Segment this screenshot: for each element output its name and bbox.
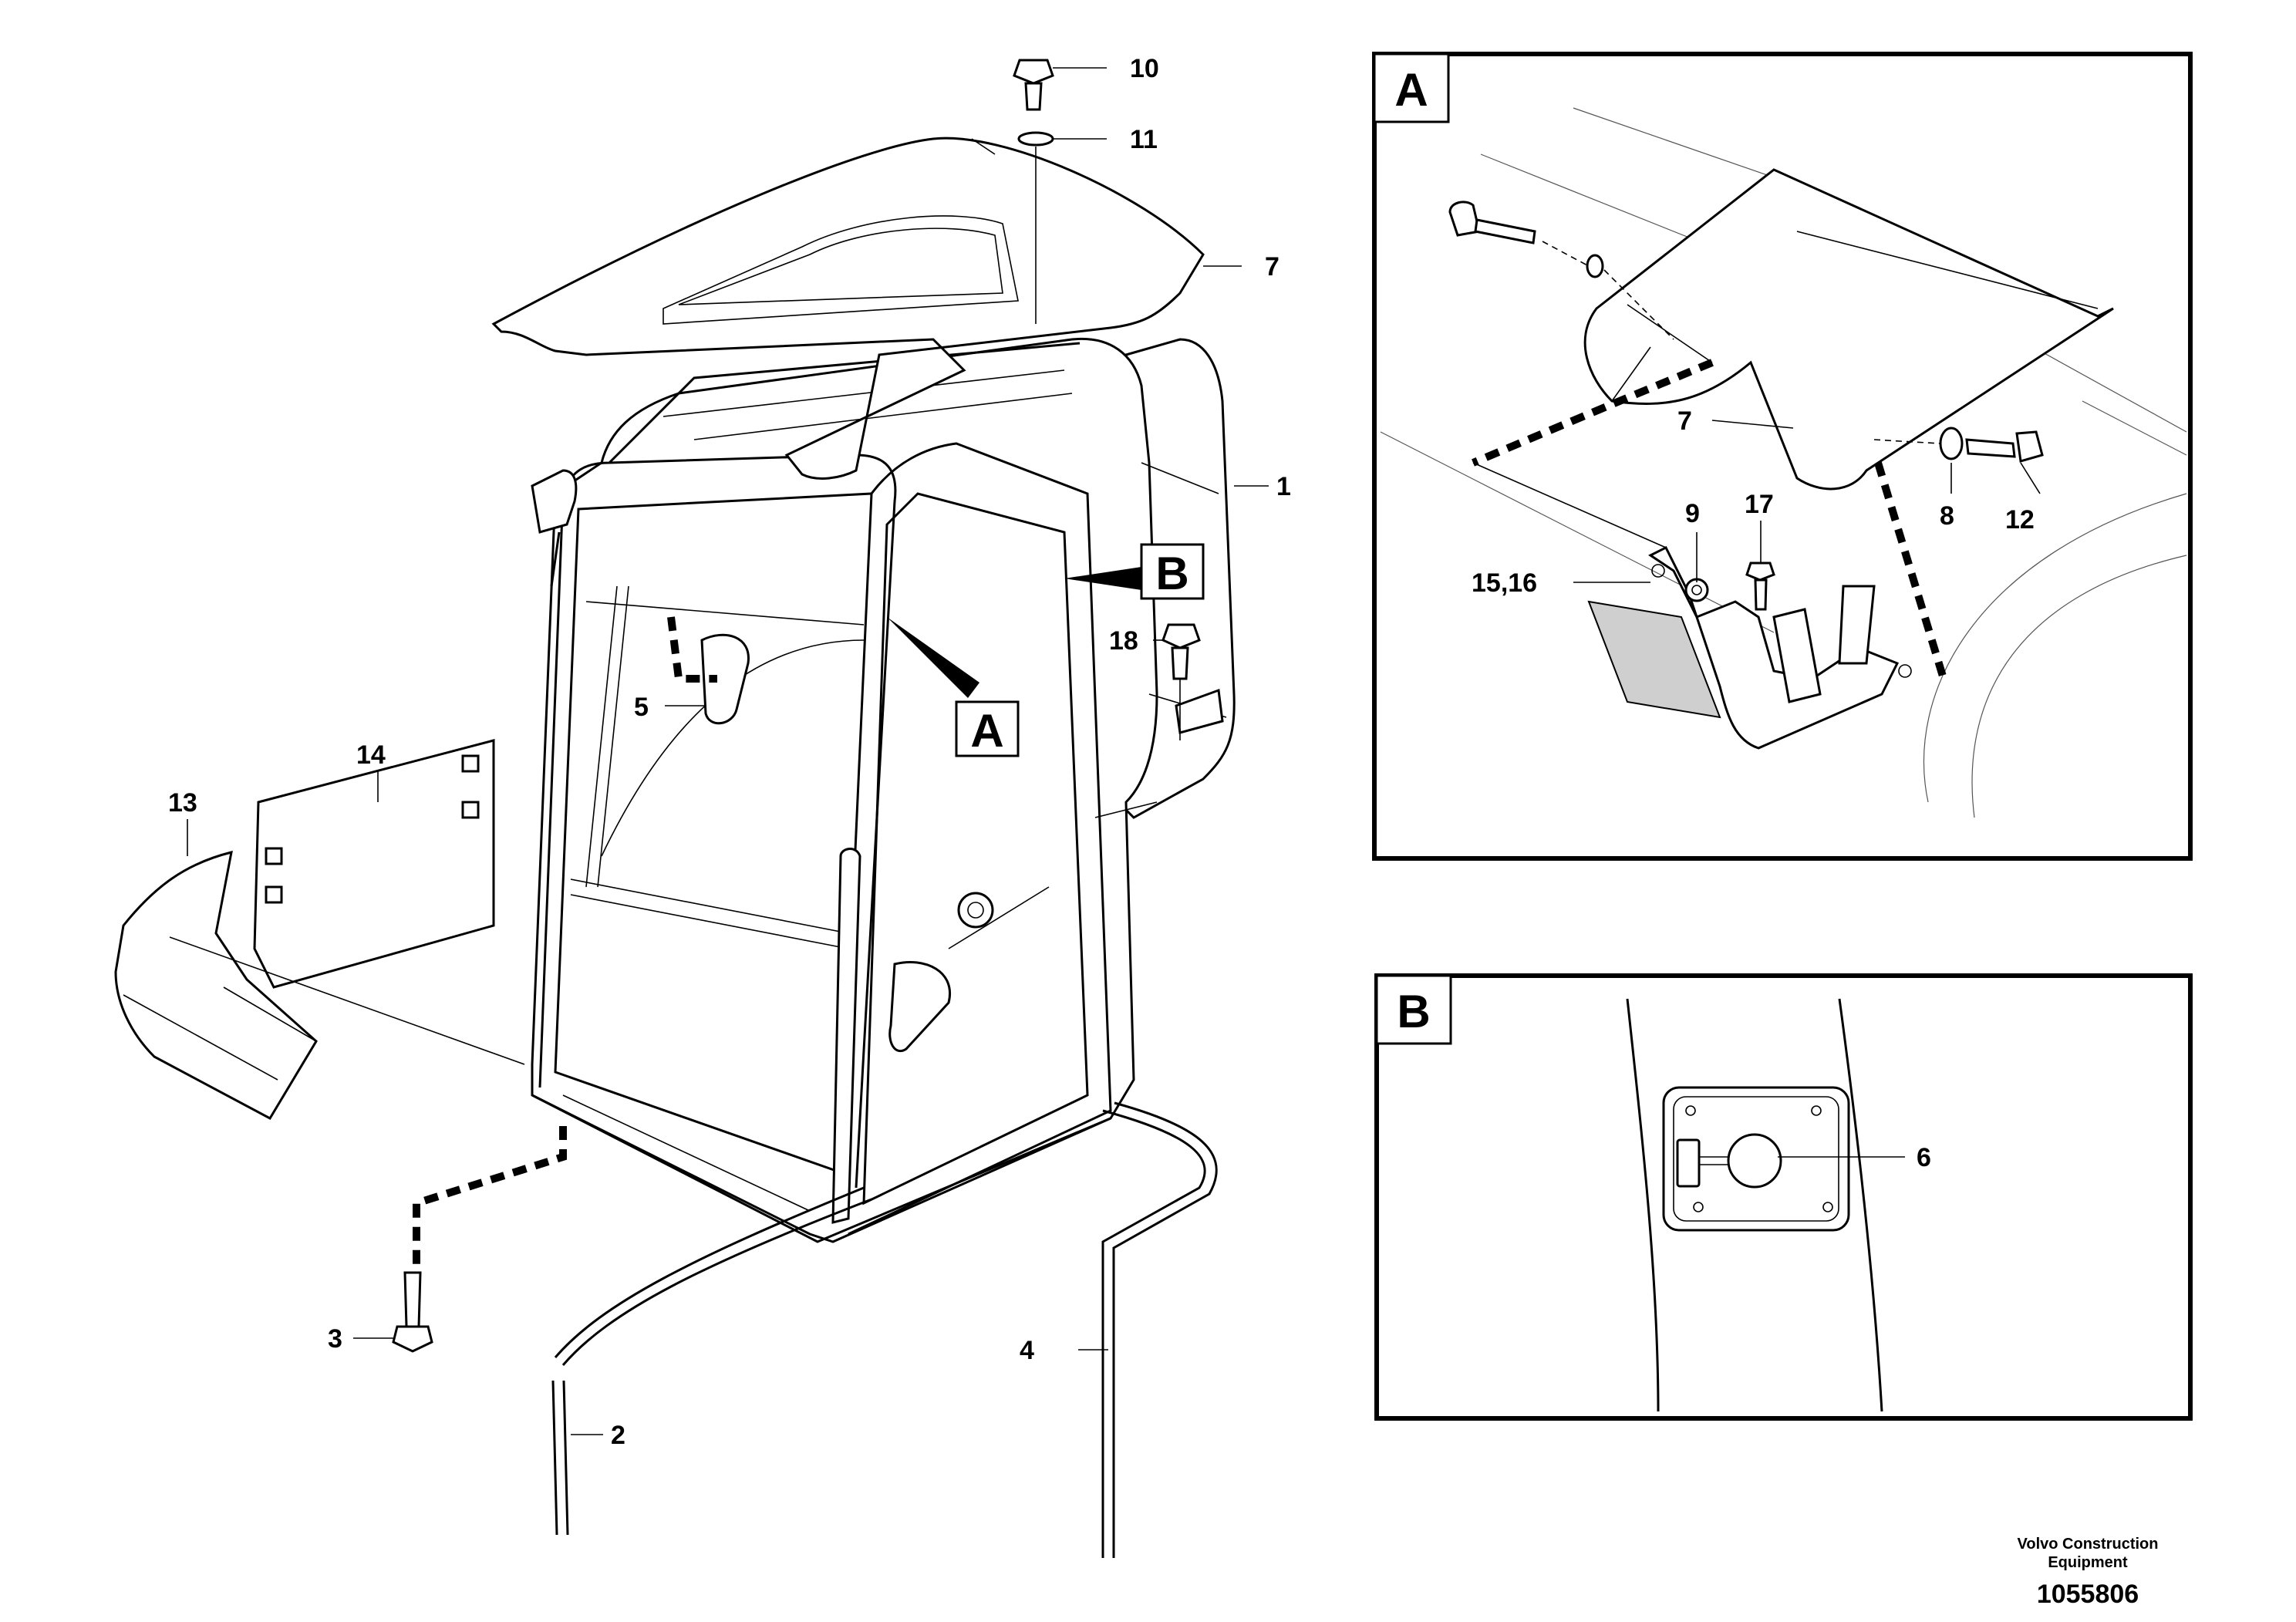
callout-10: 10 xyxy=(1130,54,1159,83)
detail-b-label: B xyxy=(1397,986,1430,1037)
document-number: 1055806 xyxy=(2036,1580,2139,1609)
side-panel-14 xyxy=(253,739,495,989)
detail-a-callout-15-16: 15,16 xyxy=(1472,568,1537,598)
detail-a-callout-17: 17 xyxy=(1745,490,1774,519)
callout-11: 11 xyxy=(1130,125,1158,154)
detail-a-callout-7: 7 xyxy=(1677,406,1692,436)
bolt-10 xyxy=(1013,59,1054,324)
company-name: Volvo Construction Equipment xyxy=(2017,1536,2159,1571)
detail-ref-b: B xyxy=(1155,548,1188,599)
seal-strip-2 xyxy=(551,1186,872,1536)
main-callouts: 10 11 7 1 18 5 14 13 3 2 4 xyxy=(168,54,1291,1450)
leader-lines xyxy=(187,67,1269,1435)
detail-ref-a-marker: A xyxy=(887,617,1020,757)
callout-18: 18 xyxy=(1109,626,1138,656)
detail-a-callout-9: 9 xyxy=(1685,499,1700,528)
detail-a-callout-8: 8 xyxy=(1940,501,1954,531)
callout-14: 14 xyxy=(356,740,386,770)
detail-a-callout-12: 12 xyxy=(2005,505,2035,534)
callout-2: 2 xyxy=(611,1421,625,1450)
callout-7: 7 xyxy=(1265,252,1279,282)
callout-5: 5 xyxy=(634,693,649,722)
callout-3: 3 xyxy=(328,1324,342,1354)
detail-ref-a: A xyxy=(970,705,1003,757)
roof-cover xyxy=(491,137,1205,480)
cab-assembly xyxy=(531,337,1236,1243)
detail-a-label: A xyxy=(1394,64,1428,116)
bolt-18 xyxy=(1161,623,1201,740)
front-panel-13 xyxy=(114,850,525,1120)
detail-ref-b-marker: B xyxy=(1064,543,1205,600)
bracket-5 xyxy=(667,616,750,725)
callout-4: 4 xyxy=(1020,1336,1034,1365)
detail-b-callout-6: 6 xyxy=(1917,1143,1931,1172)
callout-1: 1 xyxy=(1276,472,1291,501)
bolt-3 xyxy=(392,1126,567,1353)
callout-13: 13 xyxy=(168,788,197,818)
seal-strip-4 xyxy=(1101,1101,1218,1558)
detail-b-panel: B 6 xyxy=(1374,973,2193,1421)
detail-a-panel: A xyxy=(1372,52,2193,861)
